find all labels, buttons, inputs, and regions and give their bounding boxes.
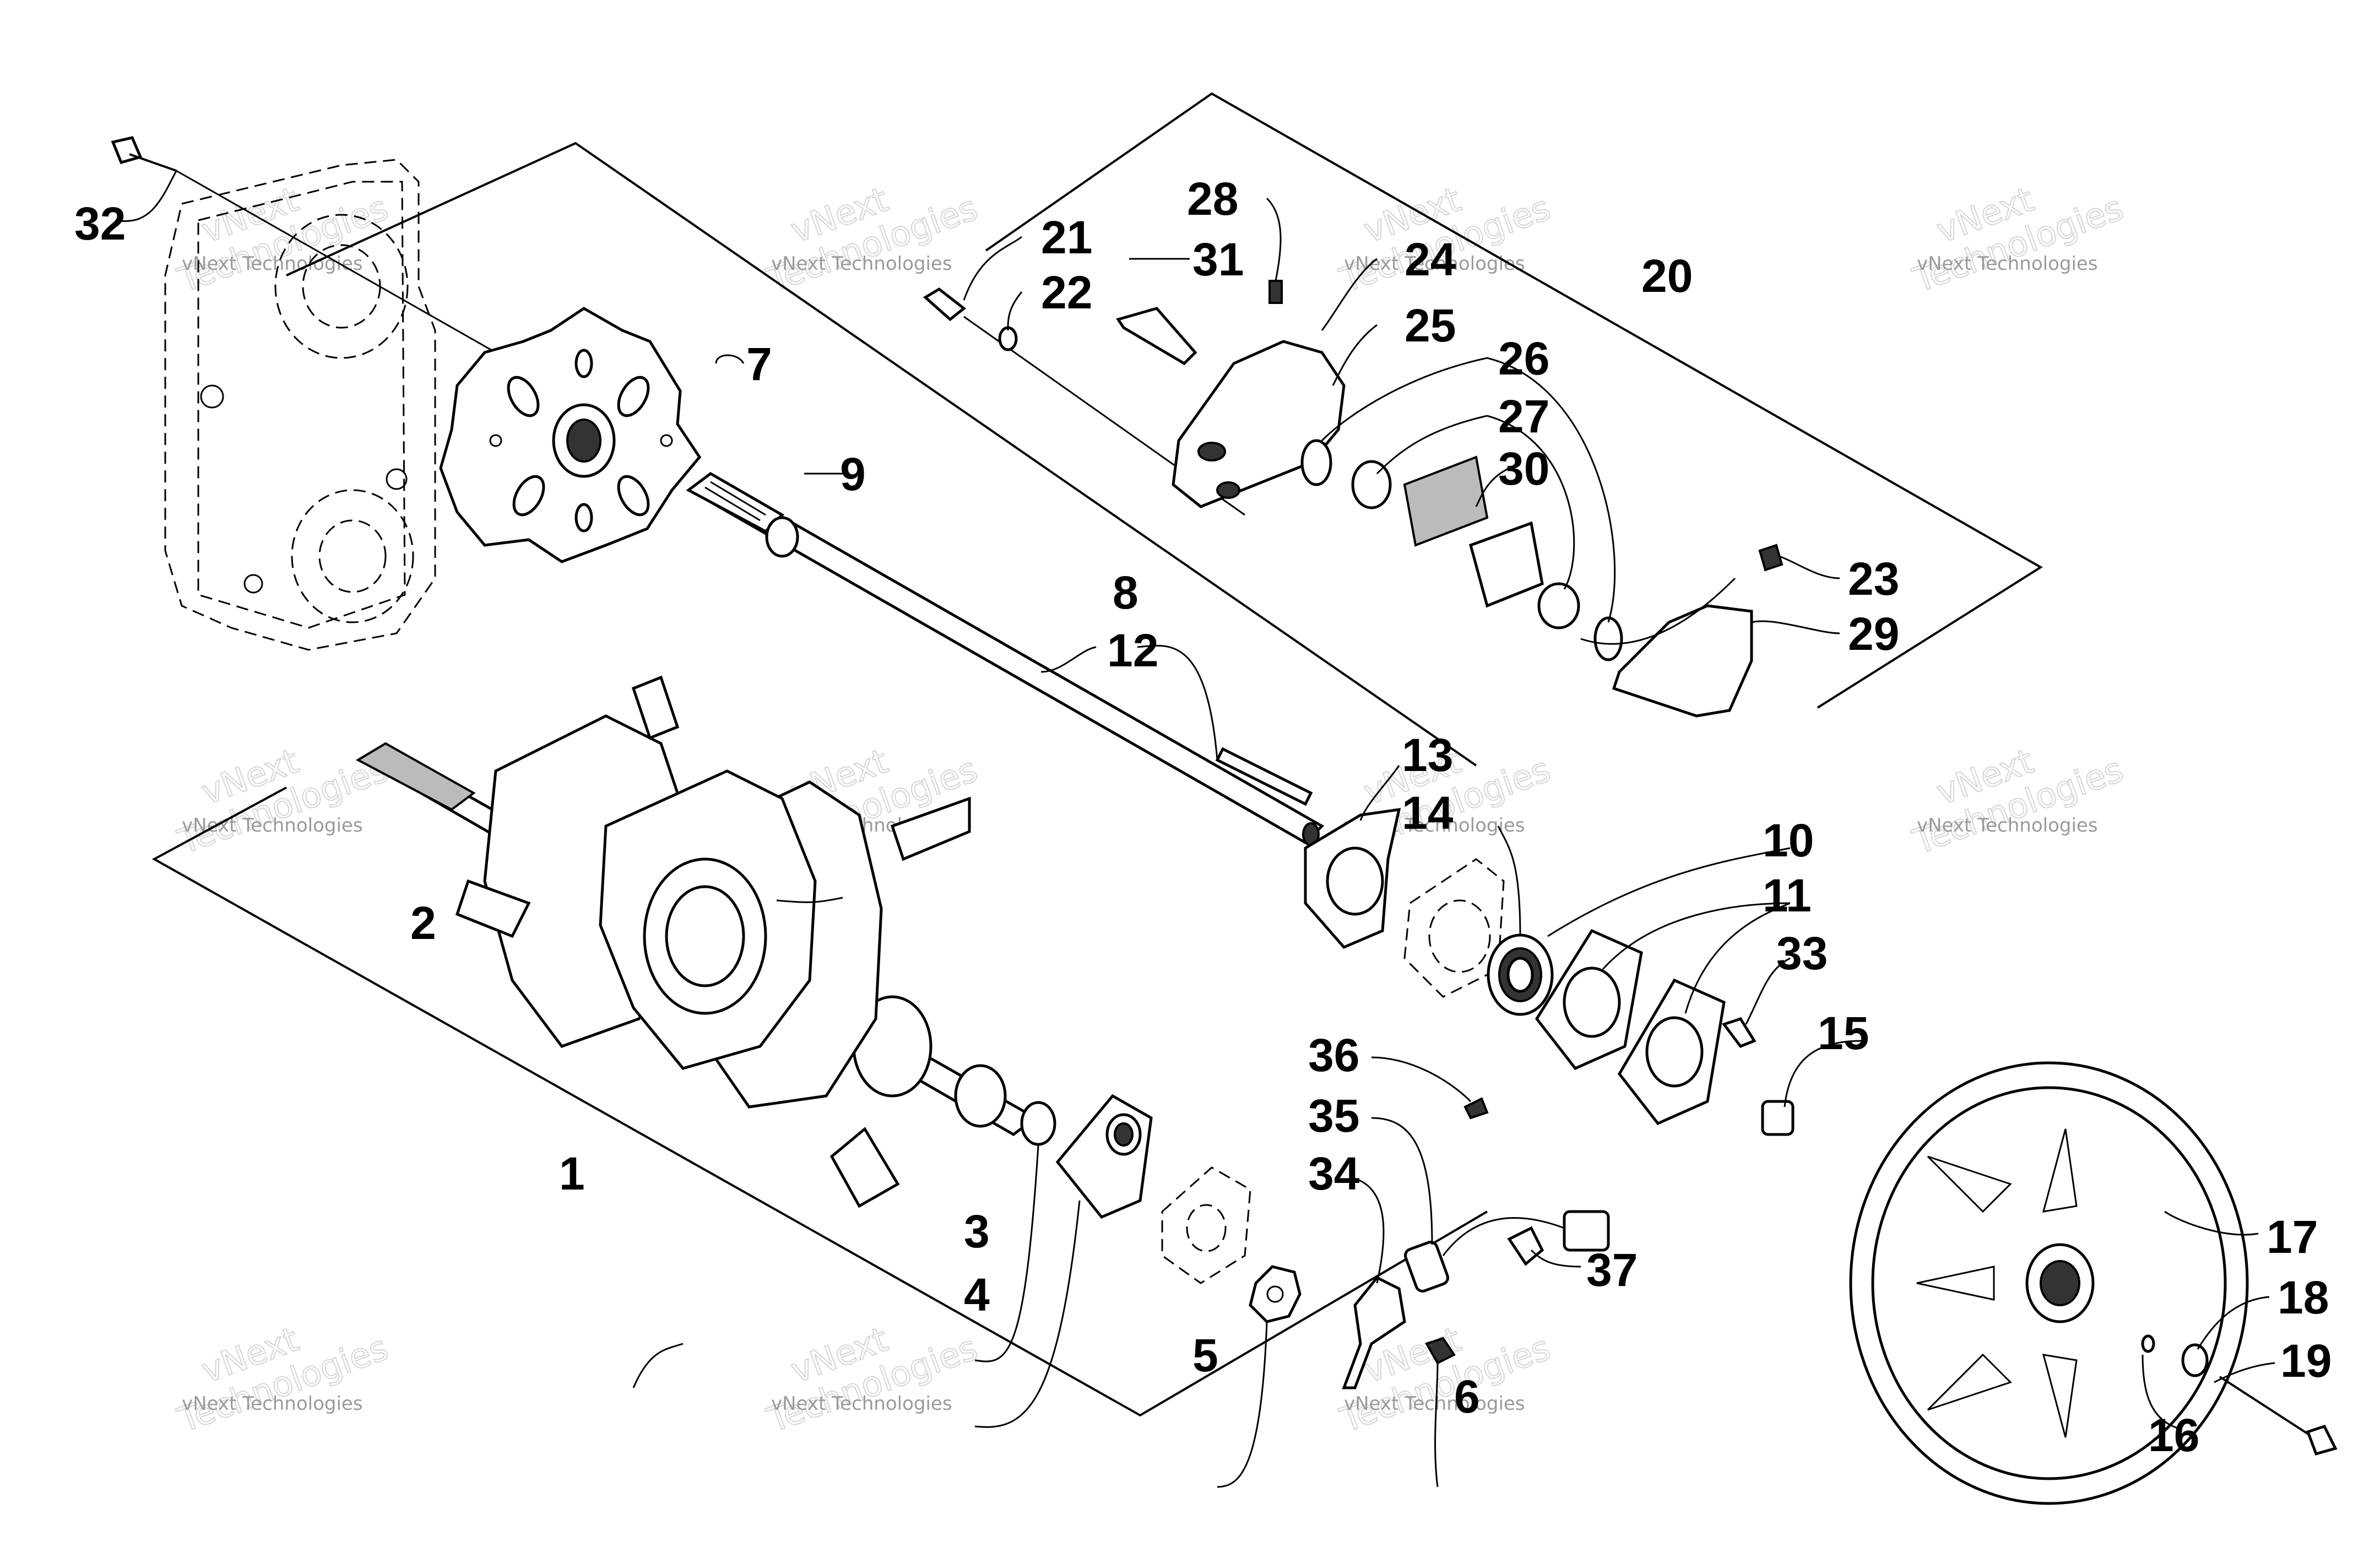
part-5-trigger-wheel bbox=[1249, 1265, 1302, 1323]
callout-1: 1 bbox=[559, 1148, 585, 1199]
callout-34: 34 bbox=[1308, 1148, 1360, 1199]
part-32-bolt bbox=[111, 136, 496, 354]
part-3-o-ring bbox=[1020, 1101, 1056, 1146]
callout-37: 37 bbox=[1586, 1244, 1638, 1296]
callout-6: 6 bbox=[1454, 1371, 1480, 1422]
callout-28: 28 bbox=[1187, 173, 1238, 225]
part-2-drive-sprockets bbox=[455, 675, 971, 1208]
drive-group-frame bbox=[151, 786, 1488, 1417]
callout-8: 8 bbox=[1113, 567, 1139, 618]
shaft-group-frame bbox=[286, 142, 1477, 767]
callout-31: 31 bbox=[1192, 234, 1244, 285]
part-gasket-sensor bbox=[1161, 1166, 1251, 1284]
watermark-small: vNext Technologies bbox=[771, 1393, 952, 1415]
callout-15: 15 bbox=[1818, 1007, 1869, 1059]
callout-14: 14 bbox=[1402, 787, 1454, 839]
callout-10: 10 bbox=[1763, 814, 1814, 866]
callout-23: 23 bbox=[1848, 553, 1899, 605]
callout-leaders bbox=[115, 170, 2275, 1488]
watermark-small: vNext Technologies bbox=[182, 1393, 363, 1415]
part-11-flanges bbox=[1535, 928, 1726, 1126]
part-10-bearing bbox=[1487, 933, 1554, 1016]
part-15-spacer bbox=[1761, 1100, 1795, 1136]
part-35-speed-sensor bbox=[1404, 1210, 1610, 1293]
part-37-connector bbox=[1507, 1226, 1544, 1266]
callout-11: 11 bbox=[1763, 870, 1812, 921]
callout-labels: 32 7 9 8 12 2 1 3 4 5 6 21 22 31 28 24 2… bbox=[74, 173, 2332, 1461]
part-8-drive-shaft bbox=[686, 472, 1325, 846]
part-17-driven-clutch bbox=[1849, 1061, 2249, 1505]
callout-26: 26 bbox=[1498, 333, 1549, 384]
callout-21: 21 bbox=[1041, 211, 1092, 263]
callout-25: 25 bbox=[1405, 300, 1456, 351]
callout-22: 22 bbox=[1041, 267, 1092, 318]
callout-20: 20 bbox=[1641, 250, 1693, 302]
callout-12: 12 bbox=[1107, 625, 1158, 676]
watermark-small: vNext Technologies bbox=[1917, 814, 2098, 837]
callout-29: 29 bbox=[1848, 608, 1899, 660]
part-7-brake-disc bbox=[439, 307, 702, 563]
part-36-fastener bbox=[1463, 1097, 1489, 1120]
watermark-small: vNext Technologies bbox=[182, 814, 363, 837]
watermark-small: vNext Technologies bbox=[182, 253, 363, 275]
callout-32: 32 bbox=[74, 198, 126, 249]
callout-2: 2 bbox=[410, 897, 436, 949]
part-33-bolt bbox=[1721, 1017, 1756, 1049]
watermark-small: vNext Technologies bbox=[1344, 1393, 1525, 1415]
callout-33: 33 bbox=[1776, 927, 1828, 979]
callout-18: 18 bbox=[2278, 1272, 2329, 1323]
callout-7: 7 bbox=[746, 338, 772, 390]
callout-9: 9 bbox=[840, 448, 866, 500]
part-12-key bbox=[1215, 747, 1313, 806]
callout-4: 4 bbox=[964, 1269, 990, 1321]
callout-3: 3 bbox=[964, 1206, 990, 1257]
callout-13: 13 bbox=[1402, 729, 1453, 781]
callout-35: 35 bbox=[1308, 1090, 1359, 1142]
part-4-bearing-flange bbox=[1055, 1094, 1153, 1219]
caliper-parts bbox=[923, 280, 1783, 718]
callout-5: 5 bbox=[1192, 1329, 1218, 1381]
callout-30: 30 bbox=[1498, 443, 1549, 495]
group-frames bbox=[151, 92, 2043, 1417]
watermark-small: vNext Technologies bbox=[1917, 253, 2098, 275]
callout-17: 17 bbox=[2267, 1211, 2318, 1263]
part-34-sensor-bracket bbox=[1342, 1275, 1406, 1389]
callout-27: 27 bbox=[1498, 390, 1549, 442]
watermark-small: vNext Technologies bbox=[771, 253, 952, 275]
caliper-group-frame bbox=[985, 92, 2043, 709]
callout-16: 16 bbox=[2148, 1409, 2199, 1461]
part-6-nut bbox=[1425, 1337, 1456, 1365]
callout-24: 24 bbox=[1405, 234, 1456, 285]
callout-19: 19 bbox=[2280, 1335, 2332, 1387]
part-16-18-19-hardware bbox=[2141, 1334, 2338, 1456]
part-13-bearing-plate bbox=[1304, 808, 1505, 998]
callout-36: 36 bbox=[1308, 1029, 1359, 1081]
